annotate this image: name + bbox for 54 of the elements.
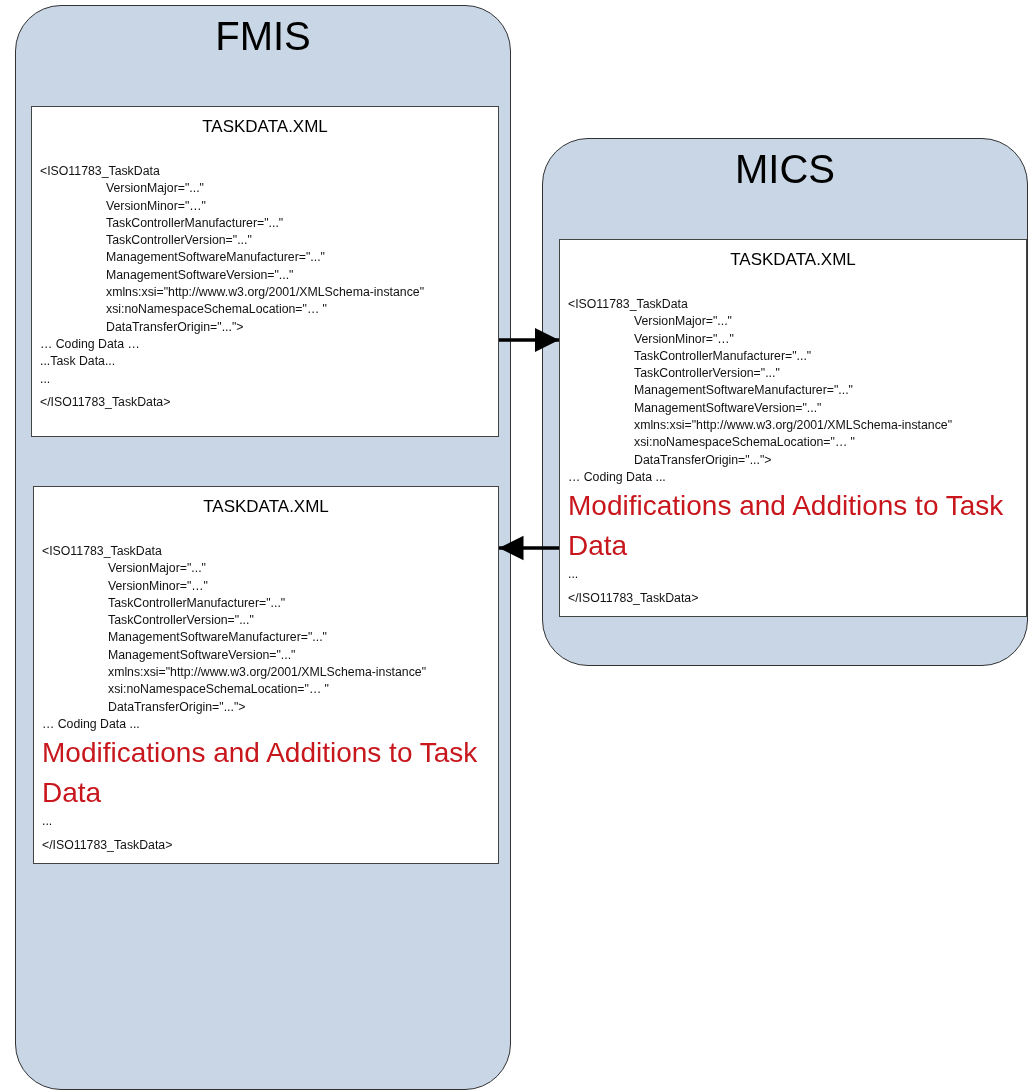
code-line: ManagementSoftwareManufacturer="..." bbox=[106, 249, 325, 267]
code-line: VersionMajor="..." bbox=[108, 560, 206, 578]
code-line: ... bbox=[42, 813, 53, 831]
code-line: VersionMinor="…" bbox=[634, 330, 734, 348]
xml-file-box bbox=[559, 239, 1027, 617]
system-container bbox=[15, 5, 511, 1090]
code-line: VersionMajor="..." bbox=[106, 180, 204, 198]
xml-file-box bbox=[31, 106, 499, 437]
code-line: ... bbox=[40, 370, 51, 388]
code-line: TaskControllerVersion="..." bbox=[108, 612, 254, 630]
code-line: TaskControllerVersion="..." bbox=[634, 365, 780, 383]
code-line: ManagementSoftwareVersion="..." bbox=[634, 399, 822, 417]
code-line: VersionMinor="…" bbox=[106, 197, 206, 215]
code-line: </ISO11783_TaskData> bbox=[42, 836, 173, 854]
file-name: TASKDATA.XML bbox=[730, 250, 856, 270]
code-line: TaskControllerManufacturer="..." bbox=[634, 347, 812, 365]
code-line: xmlns:xsi="http://www.w3.org/2001/XMLSchema-instance" bbox=[108, 664, 426, 682]
system-title: MICS bbox=[735, 147, 835, 192]
code-line: … Coding Data ... bbox=[568, 468, 666, 486]
arrow bbox=[499, 535, 559, 561]
code-line: </ISO11783_TaskData> bbox=[568, 589, 699, 607]
code-line: VersionMajor="..." bbox=[634, 313, 732, 331]
code-line: xmlns:xsi="http://www.w3.org/2001/XMLSchema-instance" bbox=[106, 284, 424, 302]
code-line: <ISO11783_TaskData bbox=[40, 163, 160, 180]
code-line: xsi:noNamespaceSchemaLocation="… " bbox=[106, 301, 327, 319]
code-line: DataTransferOrigin="..."> bbox=[108, 698, 246, 716]
code-line: ManagementSoftwareManufacturer="..." bbox=[108, 629, 327, 647]
annotation-text: Modifications and Additions to Task Data bbox=[42, 736, 479, 811]
code-line: … Coding Data ... bbox=[42, 715, 140, 733]
code-line: </ISO11783_TaskData> bbox=[40, 393, 171, 411]
code-line: ManagementSoftwareVersion="..." bbox=[106, 266, 294, 284]
code-line: … Coding Data … bbox=[40, 335, 140, 353]
file-name: TASKDATA.XML bbox=[202, 117, 328, 137]
code-line: TaskControllerVersion="..." bbox=[106, 232, 252, 250]
code-line: DataTransferOrigin="..."> bbox=[634, 451, 772, 469]
code-line: xsi:noNamespaceSchemaLocation="… " bbox=[634, 434, 855, 452]
code-line: xsi:noNamespaceSchemaLocation="… " bbox=[108, 681, 329, 699]
code-line: <ISO11783_TaskData bbox=[42, 543, 162, 560]
code-line: ManagementSoftwareVersion="..." bbox=[108, 646, 296, 664]
code-line: ManagementSoftwareManufacturer="..." bbox=[634, 382, 853, 400]
code-line: TaskControllerManufacturer="..." bbox=[106, 214, 284, 232]
code-line: ...Task Data... bbox=[40, 353, 116, 371]
code-line: ... bbox=[568, 566, 579, 584]
code-line: DataTransferOrigin="..."> bbox=[106, 318, 244, 336]
xml-file-box bbox=[33, 486, 499, 864]
annotation-text: Modifications and Additions to Task Data bbox=[568, 489, 1005, 564]
system-title: FMIS bbox=[215, 14, 311, 59]
code-line: <ISO11783_TaskData bbox=[568, 296, 688, 313]
arrow bbox=[499, 327, 559, 353]
system-container bbox=[542, 138, 1028, 666]
code-line: VersionMinor="…" bbox=[108, 577, 208, 595]
code-line: xmlns:xsi="http://www.w3.org/2001/XMLSchema-instance" bbox=[634, 417, 952, 435]
file-name: TASKDATA.XML bbox=[203, 497, 329, 517]
code-line: TaskControllerManufacturer="..." bbox=[108, 594, 286, 612]
